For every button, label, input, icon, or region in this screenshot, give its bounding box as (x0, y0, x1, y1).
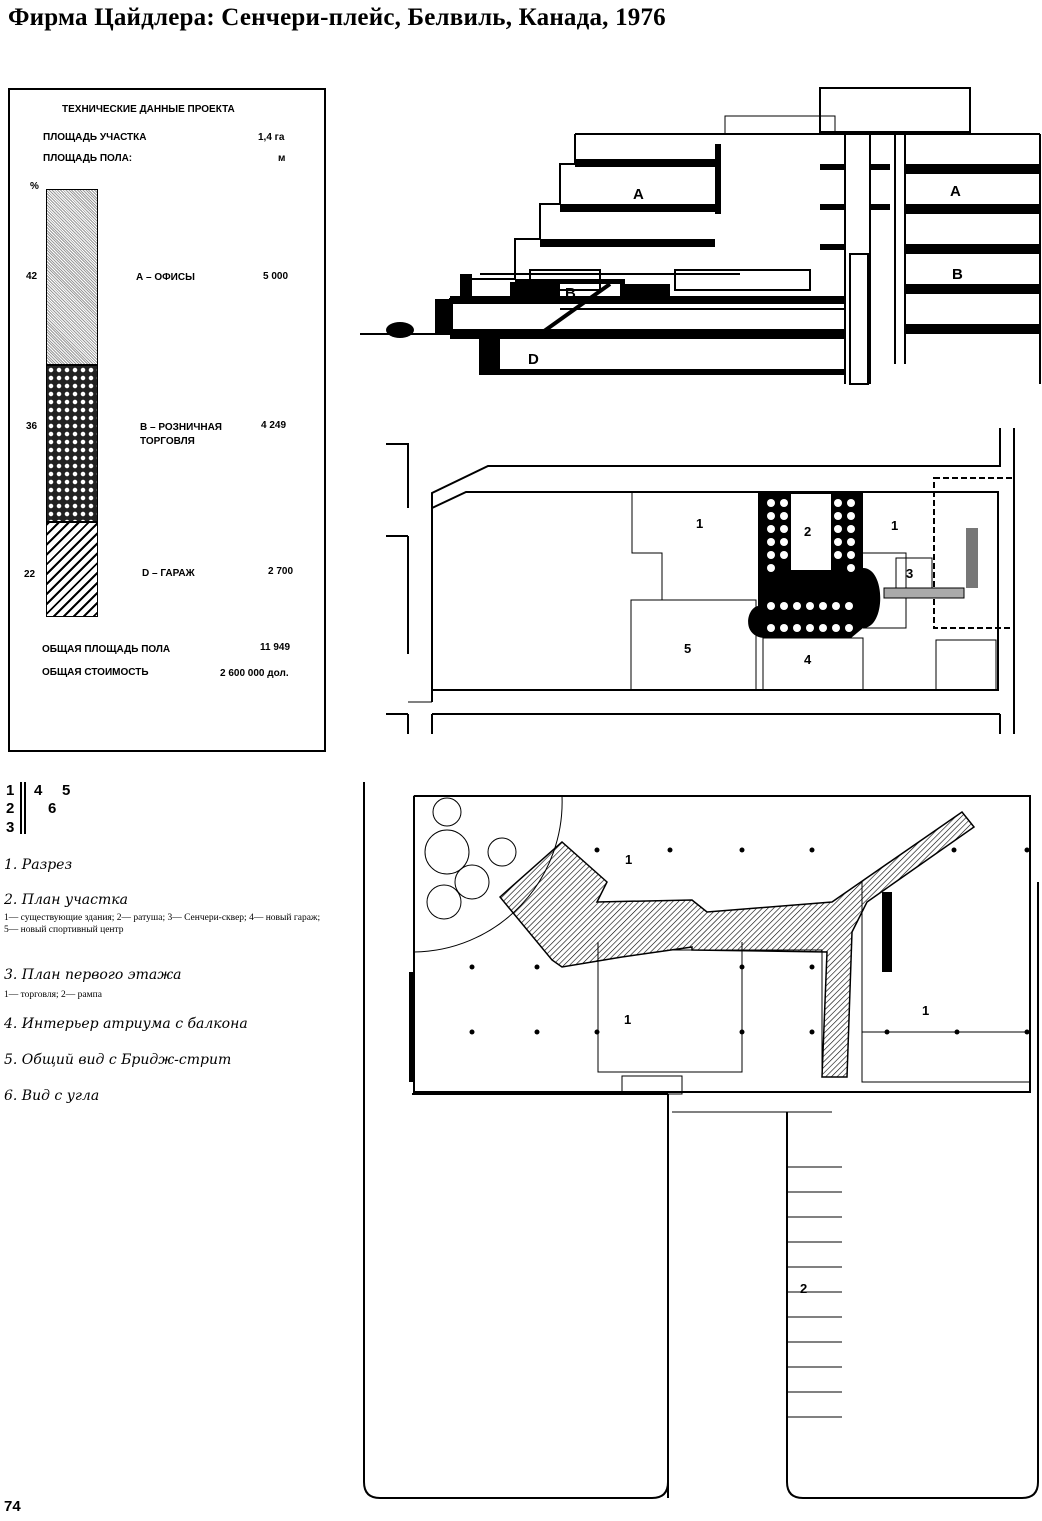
floor-label-2: 2 (800, 1281, 807, 1296)
caption-3: 3. План первого этажа (4, 967, 182, 983)
label-offices: А – ОФИСЫ (136, 272, 195, 283)
index-5: 5 (62, 782, 71, 799)
section-label-a: A (950, 183, 961, 200)
total-cost-value: 2 600 000 дол. (220, 668, 289, 679)
percent-retail: 36 (26, 421, 38, 432)
value-offices: 5 000 (263, 271, 289, 282)
percent-offices: 42 (26, 271, 38, 282)
percent-label: % (30, 181, 39, 192)
index-divider (24, 782, 26, 834)
site-label-2: 2 (804, 524, 811, 539)
floor-area-label: ПЛОЩАДЬ ПОЛА: (43, 153, 133, 164)
section-label-b: B (565, 285, 576, 302)
site-area-label: ПЛОЩАДЬ УЧАСТКА (43, 132, 147, 143)
value-garage: 2 700 (268, 566, 294, 577)
percent-garage: 22 (24, 569, 36, 580)
caption-4: 4. Интерьер атриума с балкона (4, 1016, 248, 1032)
total-area-label: ОБЩАЯ ПЛОЩАДЬ ПОЛА (42, 644, 171, 655)
site-label-5: 5 (684, 641, 691, 656)
bar-retail (46, 365, 98, 522)
value-retail: 4 249 (261, 420, 287, 431)
floor-label-1: 1 (625, 852, 632, 867)
site-plan: 1 1 2 3 4 5 (386, 428, 1015, 734)
label-retail: В – РОЗНИЧНАЯ ТОРГОВЛЯ (140, 422, 222, 447)
floor-area-unit: м (278, 153, 286, 164)
ground-floor-plan: 1 1 1 2 (363, 782, 1039, 1499)
section-label-d: D (528, 351, 539, 368)
caption-2: 2. План участка (4, 892, 128, 908)
index-1: 1 (6, 782, 15, 799)
caption-3-legend: 1— торговля; 2— рампа (4, 990, 102, 1000)
page-title: Фирма Цайдлера: Сенчери-плейс, Белвиль, … (8, 4, 666, 31)
total-area-value: 11 949 (260, 642, 291, 653)
index-6: 6 (48, 800, 57, 817)
label-garage: D – ГАРАЖ (142, 568, 195, 579)
site-label-3: 3 (906, 566, 913, 581)
index-4: 4 (34, 782, 43, 799)
caption-6: 6. Вид с угла (4, 1088, 100, 1104)
site-label-1: 1 (696, 516, 703, 531)
site-label-4: 4 (804, 652, 812, 667)
bar-garage (46, 522, 98, 617)
technical-data-panel: ТЕХНИЧЕСКИЕ ДАННЫЕ ПРОЕКТА ПЛОЩАДЬ УЧАСТ… (8, 88, 326, 752)
index-3: 3 (6, 819, 15, 836)
floor-label-1: 1 (922, 1003, 929, 1018)
section-label-b: B (952, 266, 963, 283)
index-2: 2 (6, 800, 15, 817)
caption-1: 1. Разрез (4, 857, 73, 873)
site-area-value: 1,4 га (258, 132, 285, 143)
caption-5: 5. Общий вид с Бридж-стрит (4, 1052, 232, 1068)
index-divider (20, 782, 22, 834)
section-drawing: A A B B D (360, 87, 1041, 385)
page-number: 74 (4, 1498, 21, 1515)
site-label-1: 1 (891, 518, 898, 533)
bar-offices (46, 189, 98, 365)
section-label-a: A (633, 186, 644, 203)
data-heading: ТЕХНИЧЕСКИЕ ДАННЫЕ ПРОЕКТА (62, 104, 235, 115)
total-cost-label: ОБЩАЯ СТОИМОСТЬ (42, 667, 149, 678)
figure-index: 1 2 3 4 5 6 (4, 780, 84, 840)
caption-2-legend: 1— существующие здания; 2— ратуша; 3— Се… (4, 913, 321, 935)
floor-label-1: 1 (624, 1012, 631, 1027)
